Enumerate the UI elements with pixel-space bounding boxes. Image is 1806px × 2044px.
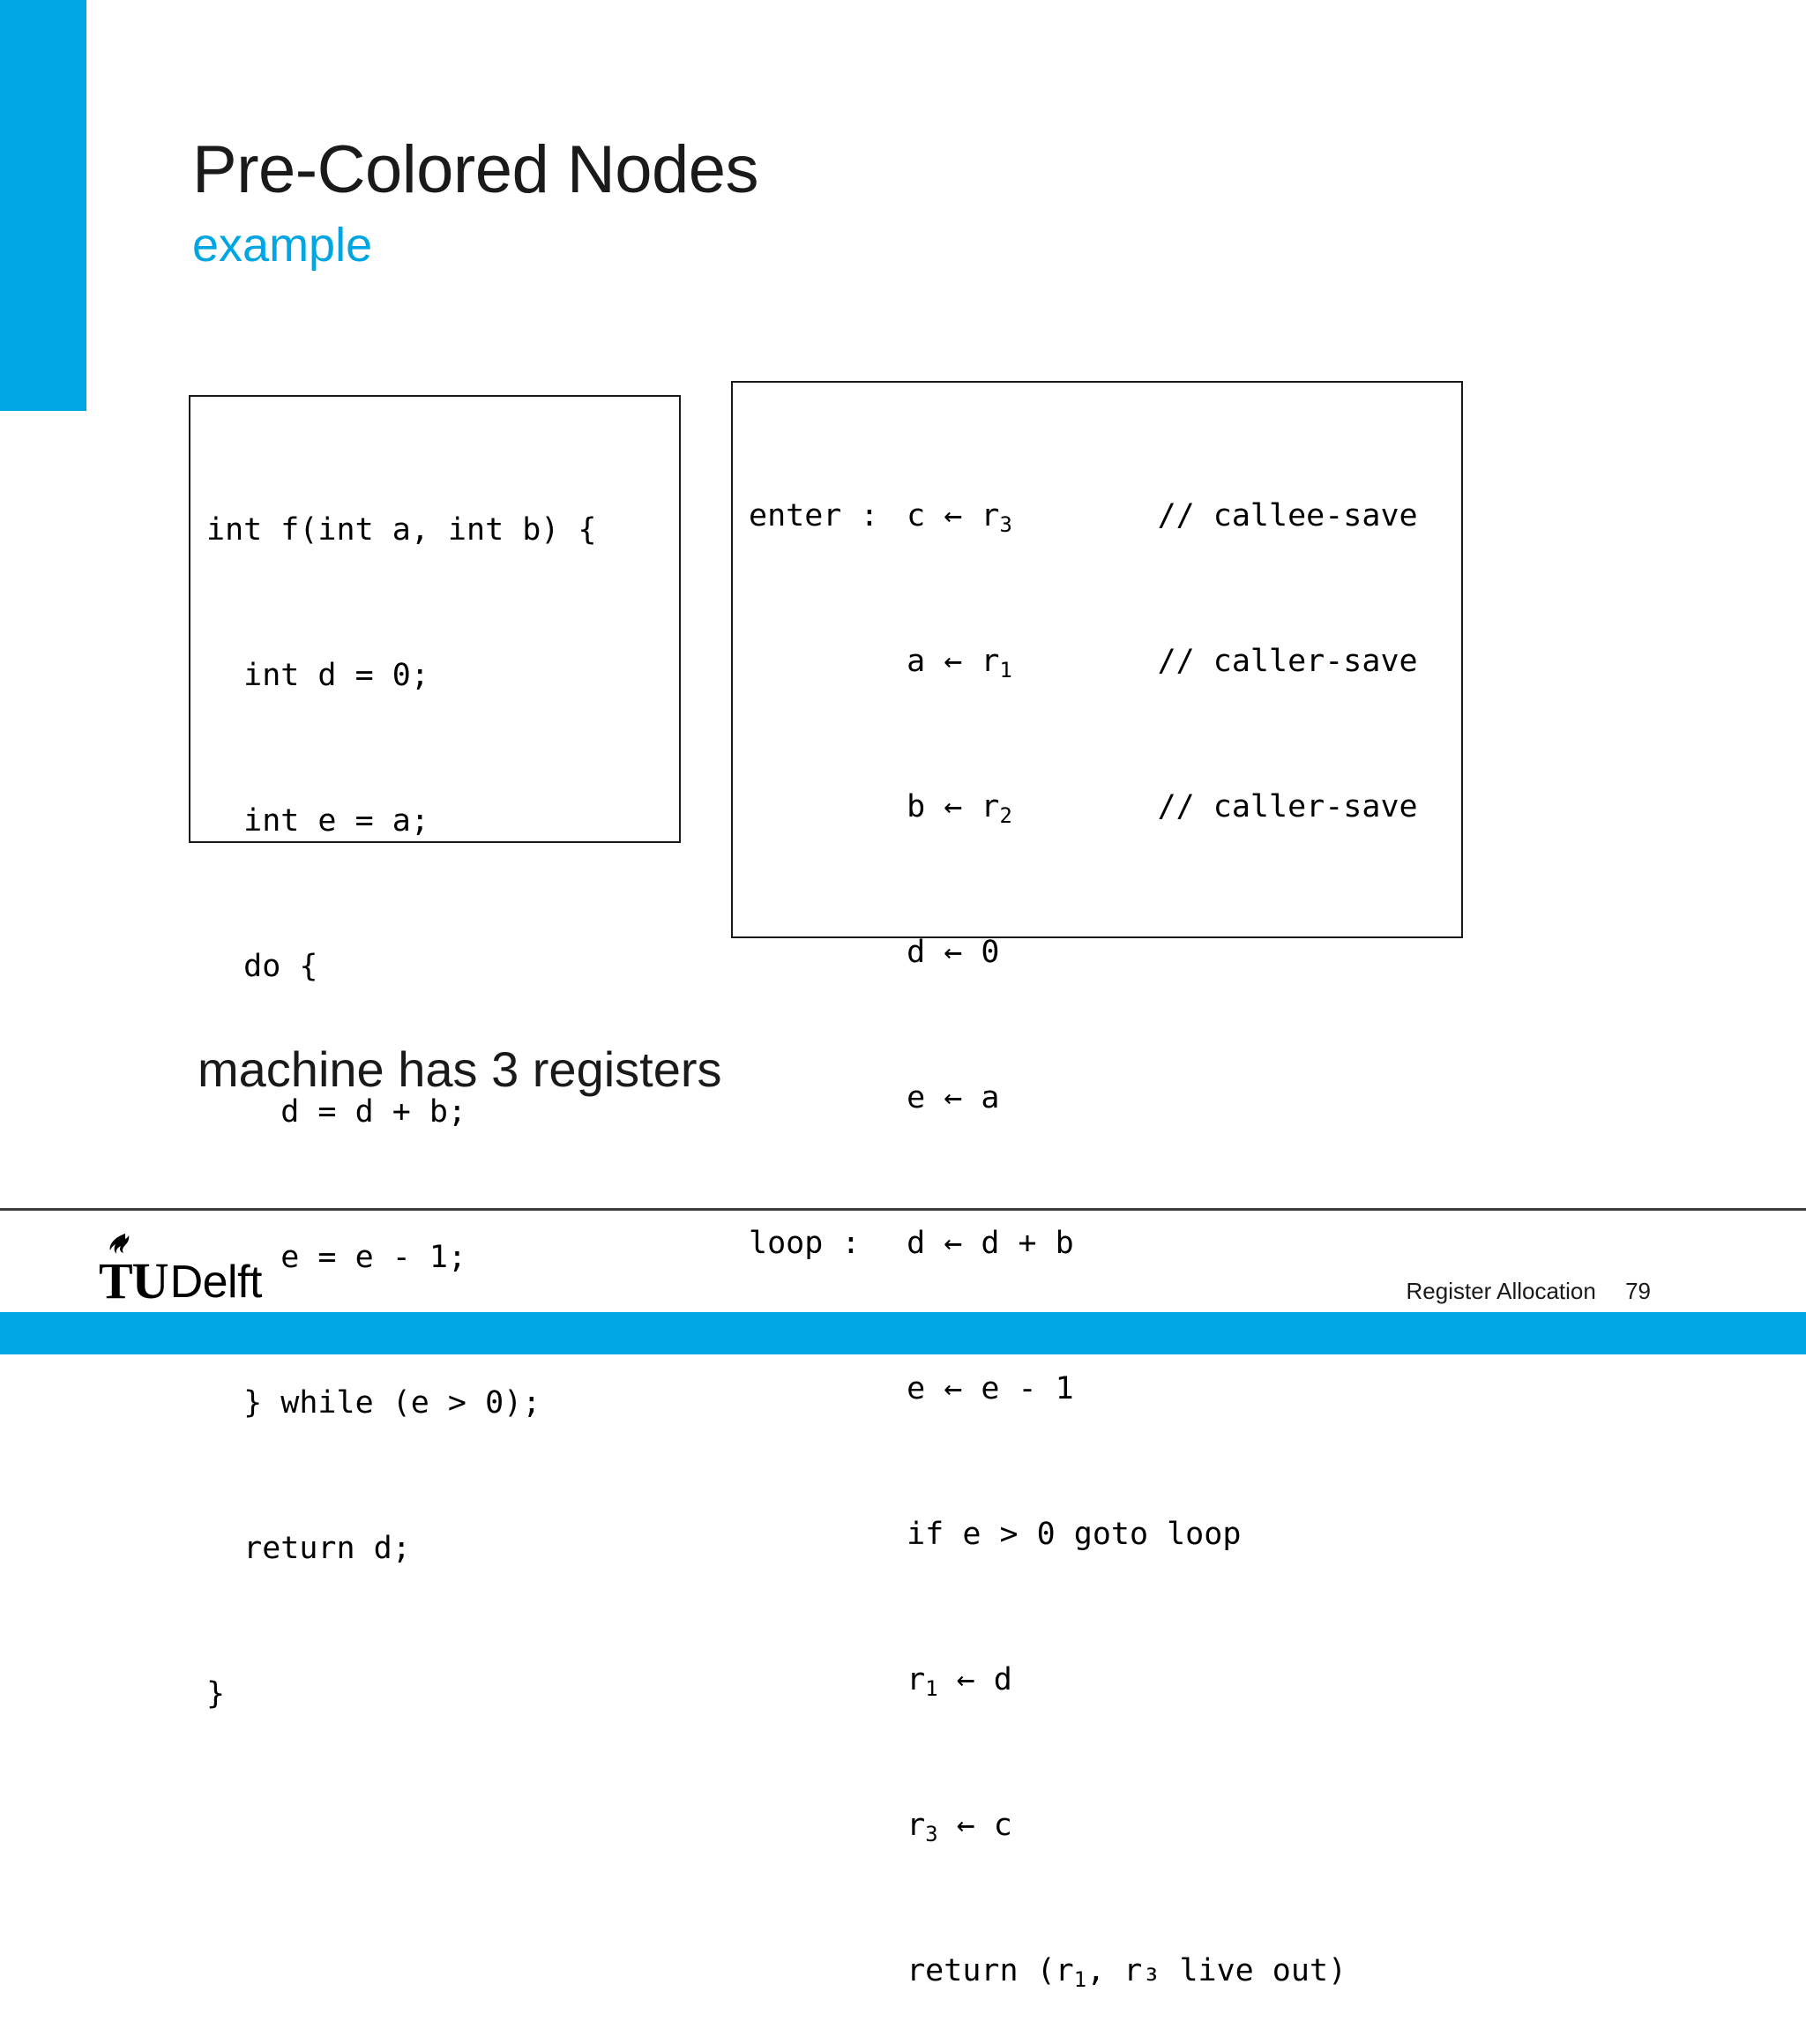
ir-line: r1 ← d <box>749 1656 1445 1705</box>
ir-statement: e ← e - 1 <box>907 1365 1157 1414</box>
code-line: } <box>206 1676 226 1712</box>
ir-statement: if e > 0 goto loop <box>907 1511 1241 1559</box>
ir-statement: d ← d + b <box>907 1220 1157 1268</box>
logo-tu-text: TU <box>99 1234 169 1307</box>
register-subscript: 3 <box>925 1821 938 1846</box>
ir-line: if e > 0 goto loop <box>749 1511 1445 1559</box>
code-line: e = e - 1; <box>206 1240 467 1275</box>
ir-line: e ← e - 1 <box>749 1365 1445 1414</box>
ir-statement: b ← r2 <box>907 783 1157 832</box>
slide-caption: machine has 3 registers <box>198 1041 722 1097</box>
code-line: int e = a; <box>206 803 429 839</box>
ir-line: r3 ← c <box>749 1802 1445 1850</box>
code-line: int d = 0; <box>206 658 429 693</box>
ir-statement: d ← 0 <box>907 929 1157 977</box>
source-code-box: int f(int a, int b) { int d = 0; int e =… <box>189 395 681 1712</box>
ir-line: d ← 0 <box>749 929 1445 977</box>
code-line: return d; <box>206 1531 411 1566</box>
code-line: d = d + b; <box>206 1094 467 1130</box>
register-subscript: 2 <box>999 802 1012 828</box>
footer-divider <box>0 1208 1806 1211</box>
ir-line: b ← r2// caller-save <box>749 783 1445 832</box>
register-subscript: 1 <box>925 1675 938 1701</box>
tudelft-logo: TU Delft <box>99 1234 263 1308</box>
ir-statement: e ← a <box>907 1074 1157 1123</box>
ir-stmt-pre: d ← d + b <box>907 1226 1074 1261</box>
ir-line: a ← r1// caller-save <box>749 638 1445 686</box>
ir-line: enter :c ← r3// callee-save <box>749 492 1445 541</box>
ir-code-box: enter :c ← r3// callee-save a ← r1// cal… <box>731 381 1463 1990</box>
page-title: Pre-Colored Nodes <box>192 132 759 207</box>
page-subtitle: example <box>192 219 373 272</box>
ir-stmt-pre: if e > 0 goto loop <box>907 1517 1242 1552</box>
footer-meta: Register Allocation 79 <box>1407 1278 1652 1305</box>
ir-stmt-pre: c ← r <box>907 498 1000 533</box>
ir-stmt-pre: e ← e - 1 <box>907 1371 1074 1406</box>
ir-line: return (r1, r₃ live out) <box>749 1947 1445 1996</box>
register-subscript: 3 <box>999 511 1012 537</box>
ir-stmt-post: , r₃ live out) <box>1086 1953 1347 1988</box>
ir-line: e ← a <box>749 1074 1445 1123</box>
accent-bar-bottom <box>0 1312 1806 1354</box>
logo-tu-label: TU <box>99 1252 169 1309</box>
ir-statement: return (r1, r₃ live out) <box>907 1947 1347 1996</box>
ir-stmt-pre: r <box>907 1662 926 1697</box>
ir-statement: r3 ← c <box>907 1802 1157 1850</box>
ir-comment: // caller-save <box>1157 789 1418 824</box>
logo-delft-label: Delft <box>169 1257 263 1308</box>
ir-comment: // callee-save <box>1157 498 1418 533</box>
ir-stmt-pre: e ← a <box>907 1080 1000 1115</box>
footer-section-label: Register Allocation <box>1406 1278 1596 1304</box>
ir-stmt-pre: a ← r <box>907 644 1000 679</box>
title-block: Pre-Colored Nodes example <box>192 132 1603 273</box>
page-number: 79 <box>1625 1278 1651 1304</box>
register-subscript: 1 <box>1073 1966 1087 1992</box>
accent-bar-left <box>0 0 86 411</box>
register-subscript: 1 <box>999 657 1012 683</box>
ir-comment: // caller-save <box>1157 644 1418 679</box>
code-line: } while (e > 0); <box>206 1385 541 1421</box>
ir-stmt-pre: b ← r <box>907 789 1000 824</box>
ir-stmt-pre: r <box>907 1808 926 1843</box>
ir-label: enter : <box>749 498 879 533</box>
ir-stmt-post: ← d <box>937 1662 1012 1697</box>
code-line: int f(int a, int b) { <box>206 512 597 548</box>
ir-label: loop : <box>749 1226 861 1261</box>
ir-statement: a ← r1 <box>907 638 1157 686</box>
ir-line: loop : d ← d + b <box>749 1220 1445 1268</box>
ir-statement: r1 ← d <box>907 1656 1157 1705</box>
flame-icon <box>109 1234 130 1254</box>
ir-stmt-pre: d ← 0 <box>907 935 1000 970</box>
ir-stmt-pre: return (r <box>907 1953 1074 1988</box>
code-line: do { <box>206 949 318 984</box>
ir-statement: c ← r3 <box>907 492 1157 541</box>
ir-stmt-post: ← c <box>937 1808 1012 1843</box>
